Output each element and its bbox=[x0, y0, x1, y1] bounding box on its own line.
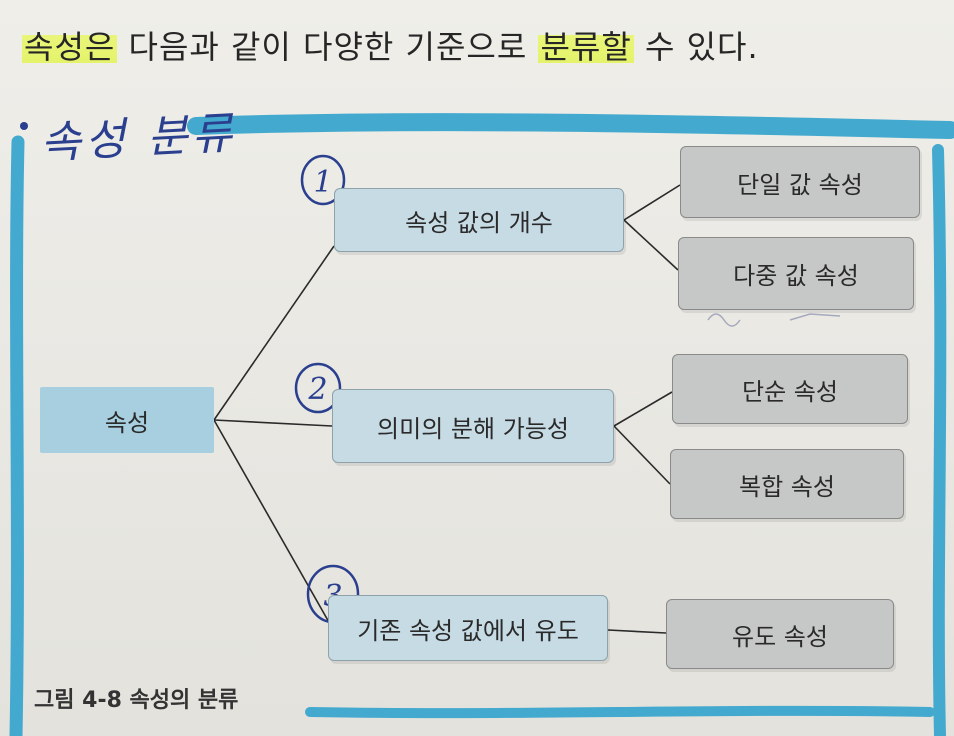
figure-caption: 그림 4-8 속성의 분류 bbox=[34, 688, 239, 713]
line-branch-1-to-leaf-1 bbox=[623, 184, 681, 221]
intro-middle-text: 다음과 같이 다양한 기준으로 bbox=[117, 28, 539, 66]
circle-number-2 bbox=[294, 362, 342, 414]
leaf-node-multi-value: 다중 값 속성 bbox=[678, 237, 914, 310]
handwritten-title: 속성 분류 bbox=[39, 107, 238, 170]
line-branch-1-to-leaf-2 bbox=[623, 219, 679, 271]
root-node-attribute: 속성 bbox=[40, 387, 214, 453]
title-bullet-dot bbox=[20, 122, 28, 130]
line-branch-3-to-leaf-1 bbox=[607, 629, 667, 634]
line-root-to-branch-3 bbox=[213, 419, 331, 625]
line-branch-2-to-leaf-1 bbox=[613, 391, 673, 427]
leaf-node-simple: 단순 속성 bbox=[672, 354, 908, 424]
intro-tail-text: 수 있다. bbox=[633, 28, 759, 66]
circle-number-1 bbox=[300, 154, 346, 206]
branch-node-derived-from-values: 기존 속성 값에서 유도 bbox=[328, 595, 608, 661]
highlight-classify: 분류할 bbox=[538, 28, 634, 66]
marker-bottom-stroke bbox=[305, 705, 935, 719]
line-root-to-branch-1 bbox=[213, 245, 335, 421]
leaf-node-composite: 복합 속성 bbox=[670, 449, 904, 519]
marker-frame bbox=[9, 113, 954, 736]
branch-node-value-count: 속성 값의 개수 bbox=[334, 188, 624, 252]
marker-left-stroke bbox=[9, 135, 25, 736]
highlight-attribute: 속성은 bbox=[22, 28, 118, 66]
marker-top-stroke bbox=[187, 113, 954, 139]
connector-lines bbox=[213, 184, 681, 634]
line-root-to-branch-2 bbox=[213, 419, 333, 427]
pen-doodle bbox=[707, 313, 841, 327]
number-1: 1 bbox=[313, 165, 332, 200]
branch-node-decomposability: 의미의 분해 가능성 bbox=[332, 389, 614, 463]
line-branch-2-to-leaf-2 bbox=[613, 425, 671, 485]
leaf-node-derived: 유도 속성 bbox=[666, 599, 894, 669]
number-2: 2 bbox=[307, 372, 327, 407]
leaf-node-single-value: 단일 값 속성 bbox=[680, 146, 920, 218]
intro-sentence: 속성은 다음과 같이 다양한 기준으로 분류할 수 있다. bbox=[22, 22, 759, 68]
marker-right-stroke bbox=[932, 144, 947, 736]
